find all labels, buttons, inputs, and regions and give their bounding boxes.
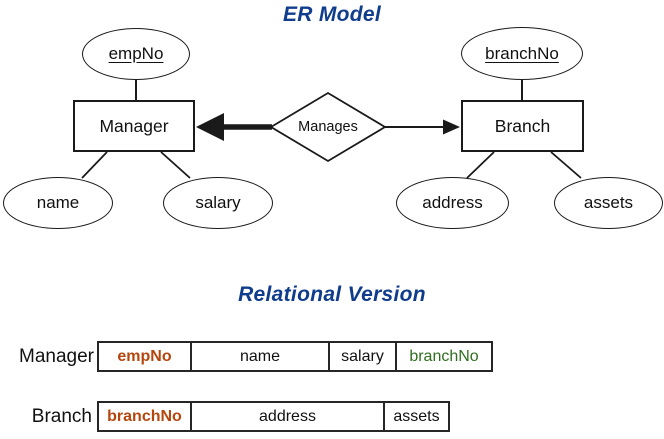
branch-col-branchno: branchNo [99,403,192,430]
connector-branch-address [467,152,494,178]
relational-version-title: Relational Version [238,283,426,306]
attribute-empno: empNo [82,28,190,80]
attribute-salary: salary [163,177,273,229]
entity-branch-label: Branch [494,115,551,136]
attribute-assets-label: assets [583,193,634,212]
manager-col-salary: salary [330,343,397,370]
entity-manager: Manager [73,100,195,152]
attribute-address-label: address [422,193,483,212]
relationship-diamond [271,93,385,161]
attribute-salary-label: salary [195,193,241,212]
manager-col-branchno: branchNo [409,347,479,365]
manager-col-empno: empNo [99,343,192,370]
arrowhead-manages-to-branch [443,119,460,135]
connector-manager-name [82,152,107,178]
connector-branch-assets [551,152,581,178]
attribute-name-label: name [36,193,80,212]
branch-col-assets: assets [393,407,440,425]
entity-branch: Branch [461,100,584,152]
attribute-branchno-label: branchNo [485,43,559,63]
attribute-empno-label: empNo [108,44,164,63]
er-model-title: ER Model [282,3,382,26]
entity-manager-label: Manager [99,115,169,136]
branch-col-address: address [192,403,385,430]
er-connectors-layer [0,0,664,260]
relation-branch-name: Branch [31,405,92,427]
attribute-address: address [396,177,509,229]
attribute-name: name [3,177,113,229]
relation-branch-table: branchNo address assets [97,401,450,432]
connector-manager-salary [161,152,190,178]
attribute-branchno: branchNo [461,27,583,80]
relationship-manages-label: Manages [298,119,358,135]
manager-col-name: name [192,343,330,370]
attribute-assets: assets [554,177,663,229]
relation-manager-name: Manager [19,345,94,367]
relation-manager-table: empNo name salary branchNo [97,341,493,372]
arrowhead-manages-to-manager [196,113,224,141]
